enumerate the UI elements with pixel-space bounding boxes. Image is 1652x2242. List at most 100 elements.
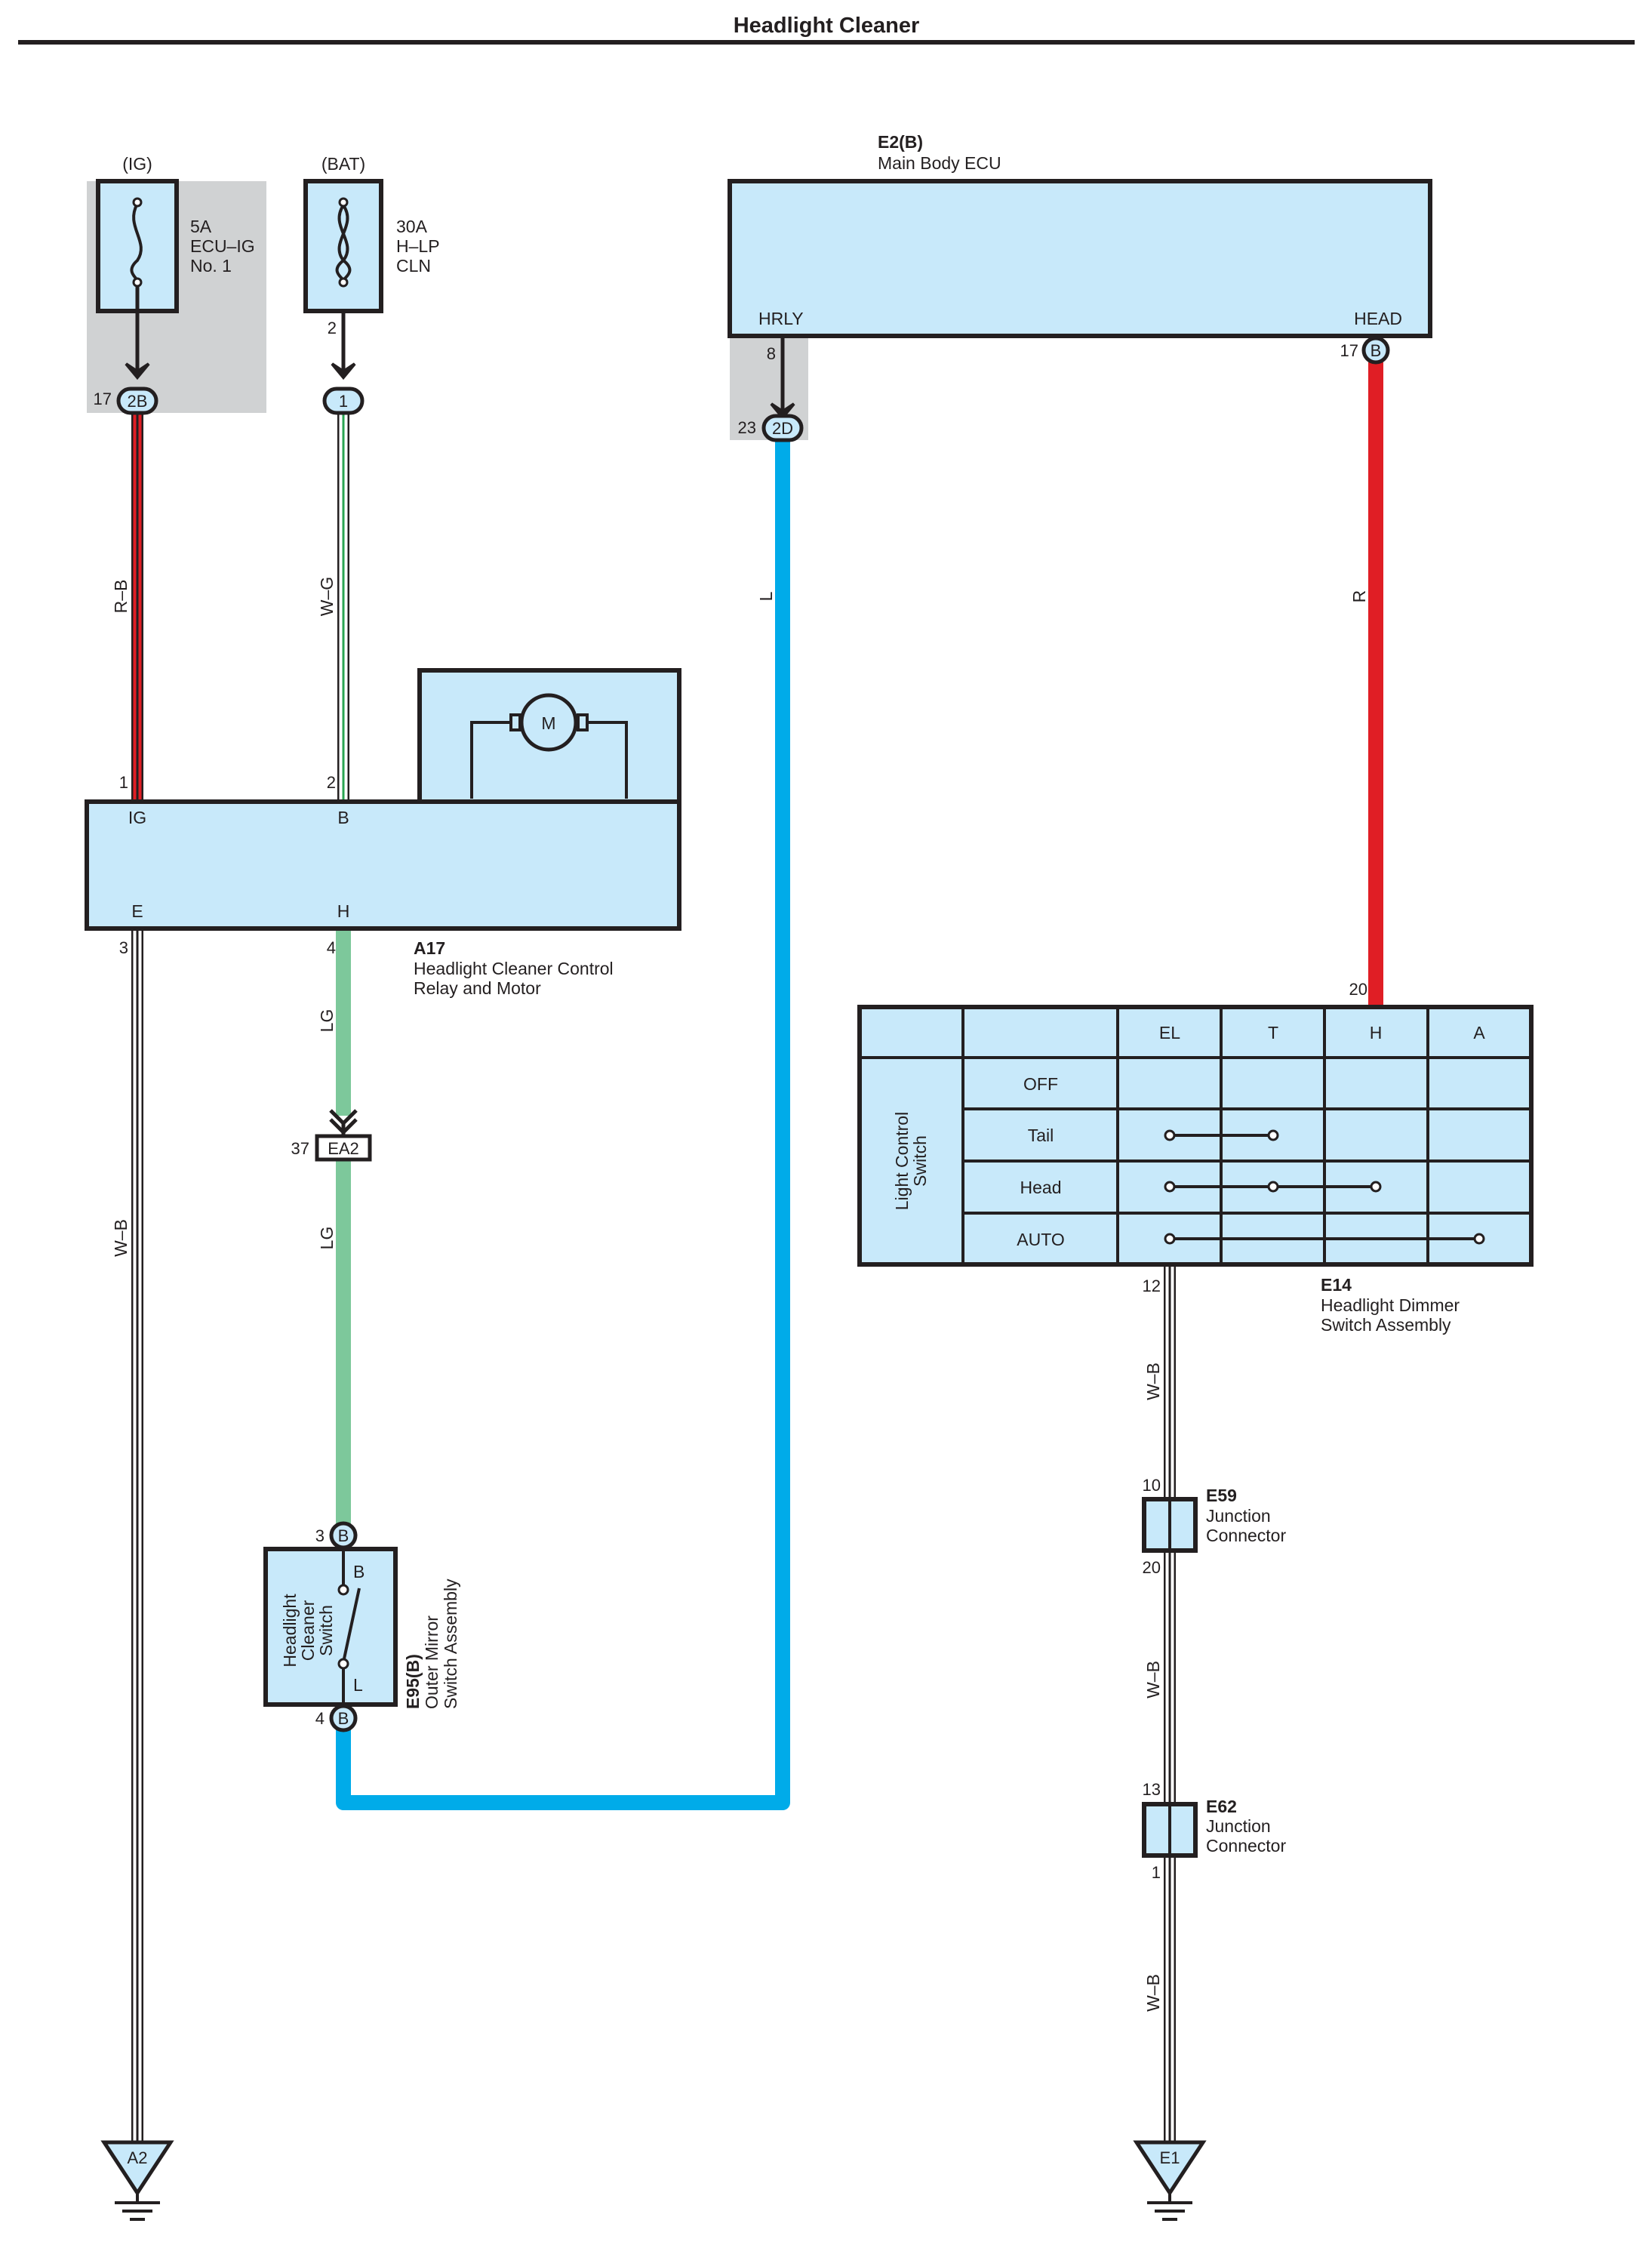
fuse-ig: (IG) 5A ECU–IG No. 1 17 2B (94, 154, 255, 415)
relay-terminal-b: B (337, 808, 349, 827)
e95-terminal-b: B (353, 1562, 365, 1581)
e62-name-1: Junction (1206, 1816, 1271, 1836)
e14-name-1: Headlight Dimmer (1321, 1295, 1460, 1315)
switch-e95: 3 B B L Headlight Cleaner Switch 4 B E95… (263, 1521, 460, 1732)
e14-code: E14 (1321, 1275, 1352, 1295)
ecu-pin-hrly: 8 (767, 344, 776, 363)
e14-head-connection (1164, 1181, 1382, 1193)
e14-auto-connection (1164, 1233, 1485, 1245)
e95-name-2: Switch Assembly (441, 1578, 460, 1709)
relay-terminal-ig: IG (128, 808, 146, 827)
wire-label-lg-1: LG (317, 1009, 337, 1033)
junction-e59: 10 20 E59 Junction Connector (1142, 1476, 1286, 1577)
e14-side-label-1: Light Control (892, 1112, 912, 1210)
relay-pin-e: 3 (119, 938, 128, 957)
e14-side-label-2: Switch (910, 1135, 930, 1187)
e14-row-head: Head (1020, 1178, 1062, 1197)
ecu-code: E2(B) (878, 132, 923, 152)
e14-name-2: Switch Assembly (1321, 1315, 1451, 1335)
e59-pin-bottom: 20 (1143, 1558, 1161, 1577)
e62-code: E62 (1206, 1797, 1237, 1816)
dimmer-switch-e14: 20 EL T H A OFF Tail Head AUTO Light Con… (857, 980, 1534, 1335)
e59-pin-top: 10 (1143, 1476, 1161, 1495)
ecu-pin-head: 17 (1340, 341, 1358, 360)
fuse-bat-connector: 1 (339, 392, 348, 411)
ground-e1: E1 (1133, 2140, 1207, 2221)
ground-a2-label: A2 (128, 2148, 148, 2167)
e62-name-2: Connector (1206, 1836, 1286, 1856)
wire-label-r: R (1349, 590, 1369, 603)
fuse-ig-rating: 5A (190, 217, 212, 236)
wire-label-l: L (756, 591, 776, 601)
relay-pin-h: 4 (327, 938, 336, 957)
ea2-pin: 37 (291, 1139, 309, 1158)
fuse-ig-connector: 2B (128, 392, 148, 411)
e59-name-2: Connector (1206, 1526, 1286, 1545)
wire-label-lg-2: LG (317, 1227, 337, 1250)
e62-pin-top: 13 (1143, 1780, 1161, 1799)
fuse-ig-pin: 17 (94, 390, 112, 408)
ecu-connector-head: B (1371, 341, 1382, 360)
ecu-junction-connector: 2D (772, 419, 793, 438)
e62-pin-bottom: 1 (1152, 1863, 1161, 1882)
e95-inner-1: Headlight (280, 1594, 300, 1668)
wire-label-wb-3: W–B (1143, 1974, 1163, 2012)
e14-row-tail: Tail (1028, 1126, 1054, 1145)
wire-label-wb-1: W–B (1143, 1363, 1163, 1400)
e14-row-off: OFF (1023, 1074, 1058, 1094)
e95-pin-bottom: 4 (315, 1709, 325, 1728)
e59-name-1: Junction (1206, 1506, 1271, 1526)
fuse-bat: (BAT) 30A H–LP CLN 2 1 (303, 154, 440, 415)
ecu-terminal-head: HEAD (1354, 309, 1402, 328)
fuse-bat-pin-top: 2 (328, 319, 337, 337)
relay-terminal-h: H (337, 901, 350, 921)
e14-tail-connection (1164, 1129, 1279, 1141)
wire-label-wb-2: W–B (1143, 1661, 1163, 1698)
e95-name-1: Outer Mirror (422, 1615, 441, 1709)
wire-label-rb: R–B (111, 580, 131, 614)
e95-connector-top: B (338, 1526, 349, 1545)
relay-motor-a17: M IG B E H 1 2 3 4 A17 Headlight Cleaner… (85, 668, 681, 998)
relay-name-1: Headlight Cleaner Control (414, 959, 614, 978)
main-body-ecu: E2(B) Main Body ECU HRLY HEAD 8 23 2D 17… (728, 132, 1432, 442)
wire-label-wb-left: W–B (111, 1219, 131, 1257)
e14-row-auto: AUTO (1017, 1230, 1064, 1249)
e14-col-h: H (1370, 1023, 1383, 1042)
fuse-ig-source: (IG) (122, 154, 152, 174)
ground-a2: A2 (100, 2140, 174, 2221)
fuse-bat-name-1: H–LP (396, 236, 440, 256)
fuse-ig-name-1: ECU–IG (190, 236, 255, 256)
e14-col-el: EL (1159, 1023, 1180, 1042)
e95-code: E95(B) (403, 1654, 423, 1709)
ground-e1-label: E1 (1160, 2148, 1180, 2167)
e14-pin-bottom: 12 (1143, 1277, 1161, 1295)
e95-inner-2: Cleaner (298, 1600, 318, 1661)
ecu-terminal-hrly: HRLY (758, 309, 804, 328)
e14-col-a: A (1473, 1023, 1485, 1042)
relay-pin-ig: 1 (119, 773, 128, 792)
e95-inner-3: Switch (316, 1605, 336, 1656)
wire-l (336, 440, 790, 1810)
relay-name-2: Relay and Motor (414, 978, 541, 998)
motor-label: M (541, 713, 555, 733)
relay-code: A17 (414, 938, 445, 958)
e95-connector-bottom: B (338, 1709, 349, 1728)
relay-terminal-e: E (131, 901, 143, 921)
diagram-title: Headlight Cleaner (734, 14, 920, 38)
junction-e62: 13 1 E62 Junction Connector (1142, 1780, 1286, 1882)
fuse-bat-name-2: CLN (396, 256, 431, 276)
e59-code: E59 (1206, 1486, 1237, 1505)
e14-pin-top: 20 (1349, 980, 1367, 999)
e95-pin-top: 3 (315, 1526, 325, 1545)
ecu-name: Main Body ECU (878, 153, 1001, 173)
fuse-ig-name-2: No. 1 (190, 256, 232, 276)
ea2-name: EA2 (328, 1139, 359, 1158)
relay-pin-b: 2 (327, 773, 336, 792)
fuse-bat-rating: 30A (396, 217, 428, 236)
ecu-junction-pin: 23 (738, 418, 756, 437)
fuse-bat-source: (BAT) (321, 154, 365, 174)
wire-label-wg: W–G (317, 577, 337, 616)
e95-terminal-l: L (353, 1675, 363, 1695)
connector-ea2: EA2 37 (291, 1109, 372, 1162)
